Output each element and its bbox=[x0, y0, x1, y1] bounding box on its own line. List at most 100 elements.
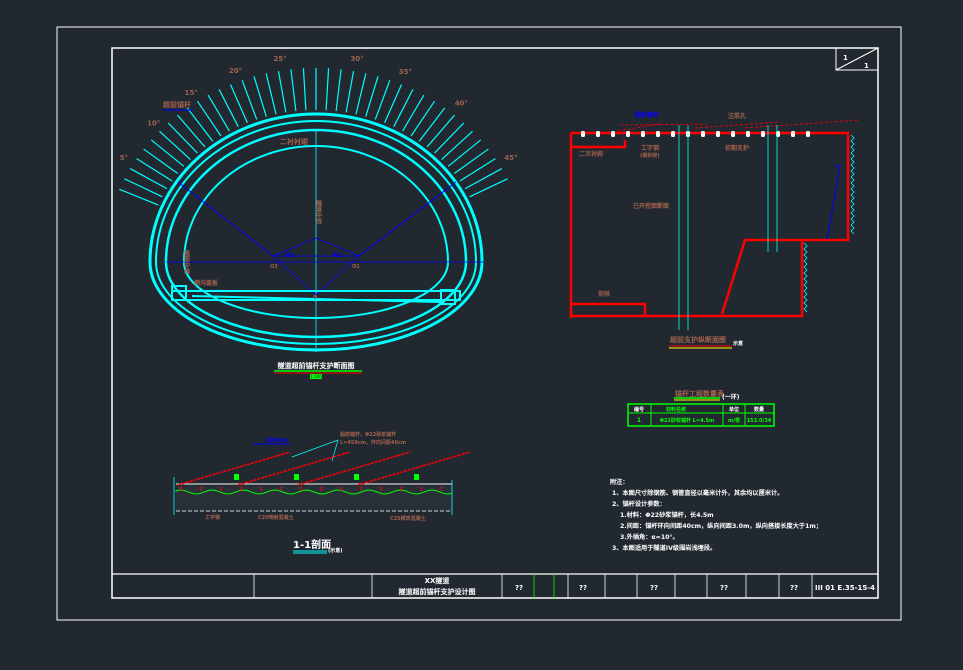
grout-hole bbox=[626, 131, 630, 137]
angle-label: 35° bbox=[399, 68, 412, 76]
anchor-line bbox=[447, 139, 482, 167]
grout-hole bbox=[581, 131, 585, 137]
notes-heading: 附注： bbox=[610, 478, 629, 486]
angle-label: 30° bbox=[351, 55, 364, 63]
anchor-rod bbox=[357, 451, 471, 486]
anchor-label-2: L=450cm，环向间距40cm bbox=[340, 439, 406, 446]
project-name: XX隧道 bbox=[425, 576, 450, 585]
steel-arch-mark: I bbox=[200, 486, 202, 493]
angle-label: 5° bbox=[120, 154, 128, 162]
angle-label: 45° bbox=[504, 154, 517, 162]
steel-arch-mark: I bbox=[340, 486, 342, 493]
lining-label: 二衬衬砌 bbox=[280, 137, 308, 146]
table-header: 单位 bbox=[729, 406, 739, 413]
shotcrete-label: C20喷射混凝土 bbox=[258, 514, 294, 521]
table-header: 数量 bbox=[754, 406, 764, 413]
center-label: O1 bbox=[352, 264, 360, 270]
steel-arch-mark: I bbox=[320, 486, 322, 493]
anchor-line bbox=[150, 139, 185, 167]
anchor-line bbox=[434, 122, 465, 154]
anchor-line bbox=[177, 114, 206, 148]
anchor-line bbox=[119, 188, 159, 206]
grout-hole bbox=[746, 131, 750, 137]
grout-holes bbox=[581, 131, 810, 137]
radius-lines bbox=[272, 237, 360, 296]
radius-label: R2 bbox=[333, 252, 342, 259]
table-cell: 1 bbox=[637, 417, 641, 424]
anchor-line bbox=[207, 94, 230, 132]
angle-label: 40° bbox=[455, 100, 468, 108]
title-block: XX隧道 隧道超前锚杆支护设计图 ?? ?? ?? ?? ?? III 01 E… bbox=[112, 573, 878, 598]
anchor-rod bbox=[177, 451, 291, 486]
anchor-label: 超前锚杆，Φ22砂浆锚杆 bbox=[339, 431, 396, 438]
anchor-line bbox=[393, 89, 414, 128]
anchor-line bbox=[441, 130, 473, 160]
grout-label: 注浆孔 bbox=[728, 112, 746, 120]
anchor-line bbox=[167, 122, 198, 154]
face-line bbox=[826, 165, 841, 241]
quantity-table: 锚杆工程数量表 (一环) 编号 材料名称 单位 数量 1 Φ22砂浆锚杆 L=4… bbox=[627, 389, 775, 427]
anchor-fan bbox=[119, 68, 508, 206]
anchor-line bbox=[302, 68, 307, 111]
left-drain bbox=[171, 285, 187, 301]
rock-hatch bbox=[803, 134, 855, 313]
anchor-rod bbox=[297, 451, 411, 486]
angle-label: 25° bbox=[273, 55, 286, 63]
table-header: 编号 bbox=[634, 406, 644, 413]
outer-border bbox=[56, 26, 902, 621]
grout-hole bbox=[596, 131, 600, 137]
grout-hole bbox=[641, 131, 645, 137]
steel-arch-mark: I bbox=[420, 486, 422, 493]
anchor-line bbox=[290, 69, 297, 112]
center-label: O bbox=[313, 295, 317, 301]
anchor-line bbox=[418, 107, 446, 142]
long-section-title: 超前支护纵断面图 bbox=[670, 335, 726, 344]
section-1-1-title: 1-1剖面 bbox=[293, 538, 331, 551]
notes: 附注： 1、本图尺寸除钢筋、钢管直径以毫米计外，其余均以厘米计。 2、锚杆设计参… bbox=[610, 478, 822, 552]
sheet-total: 1 bbox=[864, 62, 869, 70]
table-title: 锚杆工程数量表 bbox=[675, 389, 725, 398]
anchor-line bbox=[335, 69, 342, 112]
drawing-name: 隧道超前锚杆支护设计图 bbox=[399, 587, 476, 596]
anchor-radius-lines bbox=[177, 181, 457, 257]
lining-label: 二次衬砌 bbox=[579, 150, 603, 158]
steel-arch-mark: I bbox=[280, 486, 282, 493]
longitudinal-section: 超前锚杆 注浆孔 工字钢 (钢拱架) 二次衬砌 初期支护 已开挖面断面 仰拱 超… bbox=[569, 111, 861, 349]
anchor-line bbox=[277, 70, 287, 113]
steel-arch-mark: I bbox=[180, 486, 182, 493]
angle-label: 10° bbox=[147, 119, 160, 127]
anchor-line bbox=[241, 79, 258, 120]
anchor-label: 超前锚杆 bbox=[634, 111, 659, 119]
tunnel-cross-section: 超前锚杆 二衬衬砌 侧沟盖板 隧道中线 路面中线 R1 R2 O2 O1 O 5… bbox=[119, 55, 518, 379]
anchor-line bbox=[464, 168, 503, 190]
steel-arch-mark: I bbox=[220, 486, 222, 493]
steel-arch-mark: I bbox=[440, 486, 442, 493]
note-item: 3、本图适用于隧道IV级围岩浅埋段。 bbox=[612, 544, 716, 552]
anchor-line bbox=[186, 107, 214, 142]
anchor-plate bbox=[414, 474, 419, 480]
note-item: 3.外插角：α=10°。 bbox=[620, 533, 679, 541]
anchor-line bbox=[469, 178, 508, 198]
anchor-line bbox=[345, 70, 355, 113]
sheet-number-box: 1 1 bbox=[835, 47, 879, 71]
steel-arch-mark: I bbox=[360, 486, 362, 493]
angle-label: 15° bbox=[185, 89, 198, 97]
anchor-line bbox=[253, 76, 267, 117]
anchor-line bbox=[325, 68, 330, 111]
section-1-1-note: (示意) bbox=[328, 547, 343, 554]
anchor-line bbox=[355, 73, 367, 115]
steel-arch-mark: I bbox=[400, 486, 402, 493]
axis-label: 隧道中线 bbox=[315, 199, 322, 225]
angle-label: 20° bbox=[229, 67, 242, 75]
support-label: 初期支护 bbox=[725, 144, 749, 152]
drain-label: 侧沟盖板 bbox=[194, 279, 219, 287]
steel-arch-mark: I bbox=[380, 486, 382, 493]
drawing-code: III 01 E.35-15-4 bbox=[815, 584, 875, 592]
note-item: 1.材料：Φ22砂浆锚杆，长4.5m bbox=[620, 511, 714, 519]
excavation-outline bbox=[569, 131, 850, 318]
grout-hole bbox=[611, 131, 615, 137]
angle-labels: 5° 10° 15° 20° 25° 30° 35° 40° 45° bbox=[120, 55, 518, 162]
steel-label: 工字钢 bbox=[205, 514, 220, 521]
